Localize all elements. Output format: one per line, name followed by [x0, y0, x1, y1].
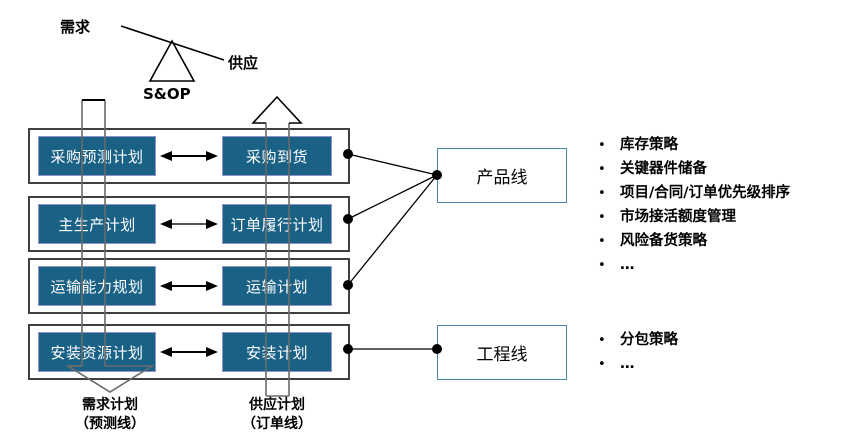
seesaw-fulcrum-label: S&OP [143, 85, 191, 103]
bullet-item-market-quota: • 市场接活额度管理 [598, 210, 736, 225]
plan-box-order-fulfillment[interactable]: 订单履行计划 [222, 204, 332, 244]
caption-supply-plan-line2: （订单线） [242, 415, 312, 432]
bullet-dot-icon: • [598, 333, 606, 348]
bullet-label: … [620, 356, 635, 372]
bullet-item-ellipsis-1: • … [598, 258, 635, 273]
bullet-item-ellipsis-2: • … [598, 357, 635, 372]
plan-box-purchase-arrival[interactable]: 采购到货 [222, 136, 332, 176]
caption-demand-plan: 需求计划 （预测线） [50, 396, 170, 434]
plan-box-purchase-forecast[interactable]: 采购预测计划 [38, 136, 156, 176]
bullet-dot-icon: • [598, 210, 606, 225]
bullet-label: 分包策略 [620, 332, 678, 348]
bullet-item-risk-stocking: • 风险备货策略 [598, 234, 707, 249]
bullet-item-inventory-strategy: • 库存策略 [598, 138, 678, 153]
line-box-product[interactable]: 产品线 [437, 148, 567, 203]
seesaw-fulcrum-triangle [148, 39, 196, 82]
line-box-engineering[interactable]: 工程线 [437, 325, 567, 380]
seesaw-beam [120, 25, 225, 61]
bullet-label: 项目/合同/订单优先级排序 [620, 185, 791, 201]
plan-box-transport-capacity[interactable]: 运输能力规划 [38, 266, 156, 306]
bullet-dot-icon: • [598, 186, 606, 201]
bullet-dot-icon: • [598, 138, 606, 153]
caption-supply-plan: 供应计划 （订单线） [217, 396, 337, 434]
caption-demand-plan-line2: （预测线） [75, 415, 145, 432]
connector-lines-product-line [347, 153, 438, 286]
bullet-dot-icon: • [598, 162, 606, 177]
bullet-item-key-component-reserve: • 关键器件储备 [598, 162, 707, 177]
bullet-item-subcontract-strategy: • 分包策略 [598, 333, 678, 348]
caption-supply-plan-line1: 供应计划 [249, 397, 305, 413]
bullet-label: … [620, 257, 635, 273]
bullet-label: 风险备货策略 [620, 233, 707, 249]
bullet-dot-icon: • [598, 357, 606, 372]
plan-box-install-plan[interactable]: 安装计划 [222, 332, 332, 372]
bullet-item-priority-sequencing: • 项目/合同/订单优先级排序 [598, 186, 790, 201]
bullet-label: 关键器件储备 [620, 161, 707, 177]
bullet-dot-icon: • [598, 234, 606, 249]
bullet-label: 市场接活额度管理 [620, 209, 736, 225]
bullet-label: 库存策略 [620, 137, 678, 153]
bullet-dot-icon: • [598, 258, 606, 273]
seesaw-supply-label: 供应 [228, 54, 259, 72]
plan-box-master-production[interactable]: 主生产计划 [38, 204, 156, 244]
seesaw-demand-label: 需求 [60, 18, 91, 36]
plan-box-transport-plan[interactable]: 运输计划 [222, 266, 332, 306]
plan-box-install-resource[interactable]: 安装资源计划 [38, 332, 156, 372]
caption-demand-plan-line1: 需求计划 [82, 397, 138, 413]
